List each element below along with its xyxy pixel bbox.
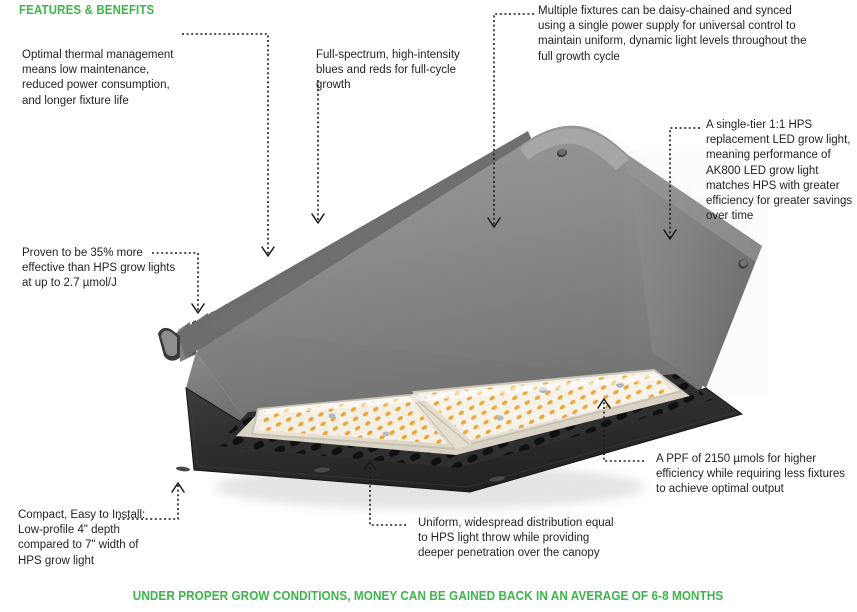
callout-thermal-management: Optimal thermal management means low mai…: [22, 49, 174, 107]
callout-ppf-output: A PPF of 2150 µmols for higher efficienc…: [656, 453, 845, 496]
page-title: FEATURES & BENEFITS: [19, 2, 155, 17]
callout-full-spectrum: Full-spectrum, high-intensity blues and …: [316, 49, 460, 92]
footer-banner: UNDER PROPER GROW CONDITIONS, MONEY CAN …: [0, 588, 857, 603]
callout-hps-replacement: A single-tier 1:1 HPS replacement LED gr…: [706, 119, 853, 223]
callout-uniform-distribution: Uniform, widespread distribution equal t…: [418, 517, 614, 560]
callout-efficacy: Proven to be 35% more effective than HPS…: [22, 247, 176, 290]
callout-daisy-chain: Multiple fixtures can be daisy-chained a…: [538, 5, 807, 63]
footer-banner-text: UNDER PROPER GROW CONDITIONS, MONEY CAN …: [133, 588, 724, 603]
driver-knob: [158, 327, 180, 361]
callout-compact-install: Compact, Easy to Install: Low-profile 4"…: [18, 509, 146, 567]
led-lens-assembly: [236, 368, 690, 455]
